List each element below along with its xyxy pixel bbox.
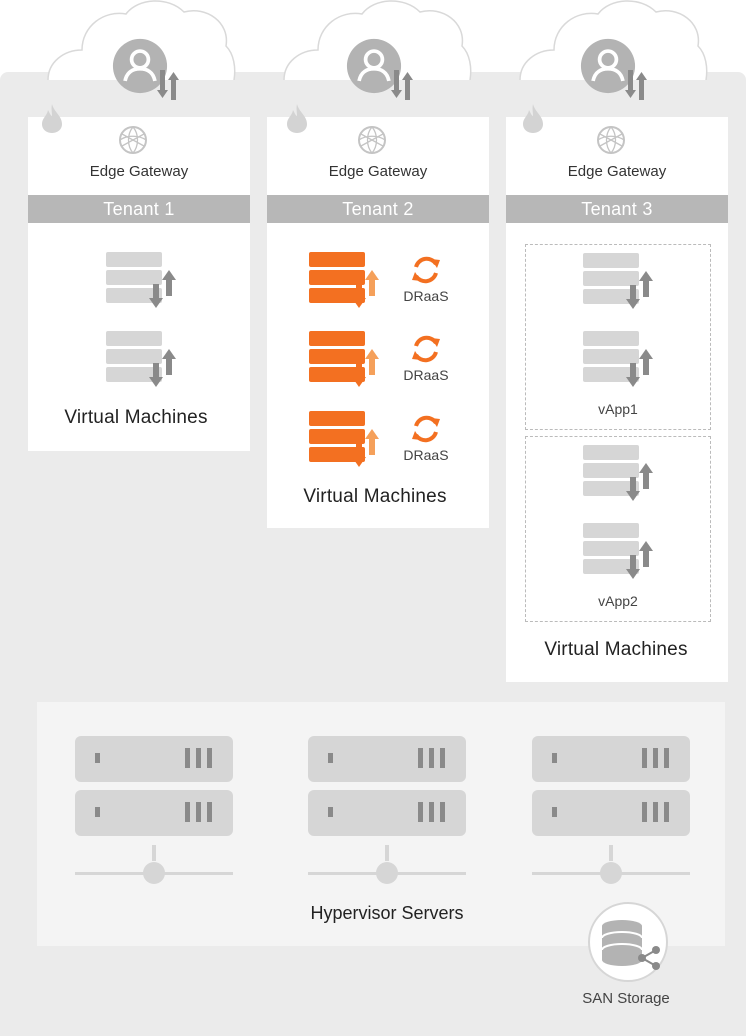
edge-gateway-icon (118, 125, 148, 155)
hypervisor-panel: Hypervisor Servers (37, 702, 725, 946)
tenant-1-panel: Edge Gateway Tenant 1 Virtual Machines (28, 117, 250, 451)
tenant-name-bar: Tenant 3 (506, 195, 728, 223)
edge-gateway-icon (596, 125, 626, 155)
vm-stack-icon (583, 445, 663, 501)
network-node-icon (532, 845, 690, 885)
vm-stack-icon (583, 523, 663, 579)
firewall-flame-icon (285, 102, 309, 134)
firewall-flame-icon (40, 102, 64, 134)
database-share-icon (586, 900, 670, 984)
edge-gateway-label: Edge Gateway (328, 163, 428, 180)
edge-gateway-label: Edge Gateway (89, 163, 189, 180)
vapp-label: vApp1 (598, 401, 638, 417)
sync-icon (409, 253, 443, 287)
virtual-machines-label: Virtual Machines (303, 486, 447, 507)
vm-stack-icon (106, 331, 186, 387)
virtual-machines-label: Virtual Machines (544, 639, 688, 660)
sync-icon (409, 412, 443, 446)
server-rack-icon (75, 736, 233, 836)
draas-label: DRaaS (403, 288, 449, 304)
vm-stack-icon (583, 253, 663, 309)
san-storage-label: SAN Storage (582, 990, 670, 1007)
vm-stack-icon (309, 331, 389, 387)
vm-stack-icon (309, 411, 389, 467)
server-rack-icon (308, 736, 466, 836)
vapp-label: vApp2 (598, 593, 638, 609)
sync-icon (409, 332, 443, 366)
virtual-machines-label: Virtual Machines (64, 407, 208, 428)
network-node-icon (75, 845, 233, 885)
vm-stack-icon (309, 252, 389, 308)
firewall-flame-icon (521, 102, 545, 134)
vm-stack-icon (583, 331, 663, 387)
transfer-arrows-icon (391, 68, 415, 102)
edge-gateway-label: Edge Gateway (567, 163, 667, 180)
tenant-3-panel: Edge Gateway Tenant 3 vApp1 vApp2 Virtua… (506, 117, 728, 682)
tenant-2-panel: Edge Gateway Tenant 2 DRaaS DRaaS DRaaS … (267, 117, 489, 528)
transfer-arrows-icon (157, 68, 181, 102)
draas-label: DRaaS (403, 447, 449, 463)
vm-stack-icon (106, 252, 186, 308)
transfer-arrows-icon (625, 68, 649, 102)
vapp-container: vApp1 (525, 244, 711, 430)
server-rack-icon (532, 736, 690, 836)
network-node-icon (308, 845, 466, 885)
hypervisor-servers-label: Hypervisor Servers (310, 903, 464, 923)
tenant-name-bar: Tenant 1 (28, 195, 250, 223)
vapp-container: vApp2 (525, 436, 711, 622)
draas-label: DRaaS (403, 367, 449, 383)
tenant-name-bar: Tenant 2 (267, 195, 489, 223)
edge-gateway-icon (357, 125, 387, 155)
